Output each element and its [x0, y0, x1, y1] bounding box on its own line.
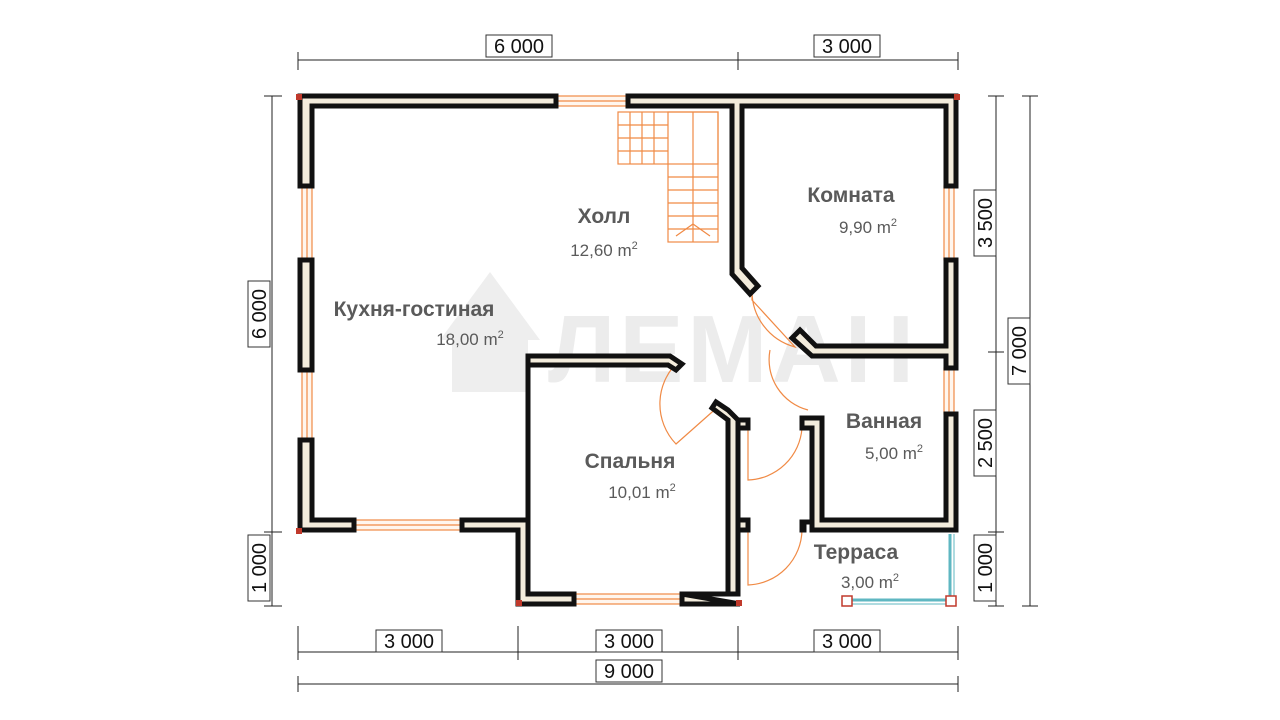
room-name-hall: Холл [578, 205, 631, 228]
windows [301, 95, 955, 605]
room-area-hall: 12,60 m2 [570, 240, 638, 260]
room-labels: Холл 12,60 m2 Комната 9,90 m2 Кухня-гост… [334, 184, 923, 592]
room-area-bathroom: 5,00 m2 [865, 443, 923, 463]
dimension-left: 6 000 1 000 [247, 95, 282, 607]
dim-top-2: 3 000 [822, 36, 872, 58]
room-name-bathroom: Ванная [846, 410, 922, 433]
dim-bottom-total: 9 000 [604, 661, 654, 683]
dim-bottom-1: 3 000 [384, 631, 434, 653]
watermark-logo: ЛЕМАН [440, 272, 914, 403]
dim-right-total: 7 000 [1009, 326, 1031, 376]
terrace-railing [841, 534, 957, 607]
dim-right-1: 3 500 [975, 198, 997, 248]
room-name-bedroom: Спальня [585, 450, 676, 473]
room-area-bedroom: 10,01 m2 [608, 482, 676, 502]
corner-markers [296, 94, 960, 606]
room-name-komnata: Комната [807, 184, 895, 207]
room-area-kitchen: 18,00 m2 [436, 329, 504, 349]
dim-bottom-3: 3 000 [822, 631, 872, 653]
dim-left-1: 6 000 [249, 289, 271, 339]
dim-left-2: 1 000 [249, 543, 271, 593]
house-icon [440, 272, 540, 392]
dim-bottom-2: 3 000 [604, 631, 654, 653]
staircase [617, 111, 719, 243]
dim-right-2: 2 500 [975, 418, 997, 468]
dimension-right: 3 500 2 500 1 000 7 000 [973, 95, 1038, 607]
dimension-top: 6 000 3 000 [297, 34, 959, 70]
room-name-kitchen: Кухня-гостиная [334, 298, 495, 321]
room-area-terrace: 3,00 m2 [841, 572, 899, 592]
dimension-bottom: 3 000 3 000 3 000 9 000 [297, 626, 959, 692]
room-area-komnata: 9,90 m2 [839, 217, 897, 237]
room-name-terrace: Терраса [814, 541, 899, 564]
walls [297, 93, 959, 607]
door-swings [659, 289, 809, 586]
dim-top-1: 6 000 [494, 36, 544, 58]
dim-right-3: 1 000 [975, 543, 997, 593]
